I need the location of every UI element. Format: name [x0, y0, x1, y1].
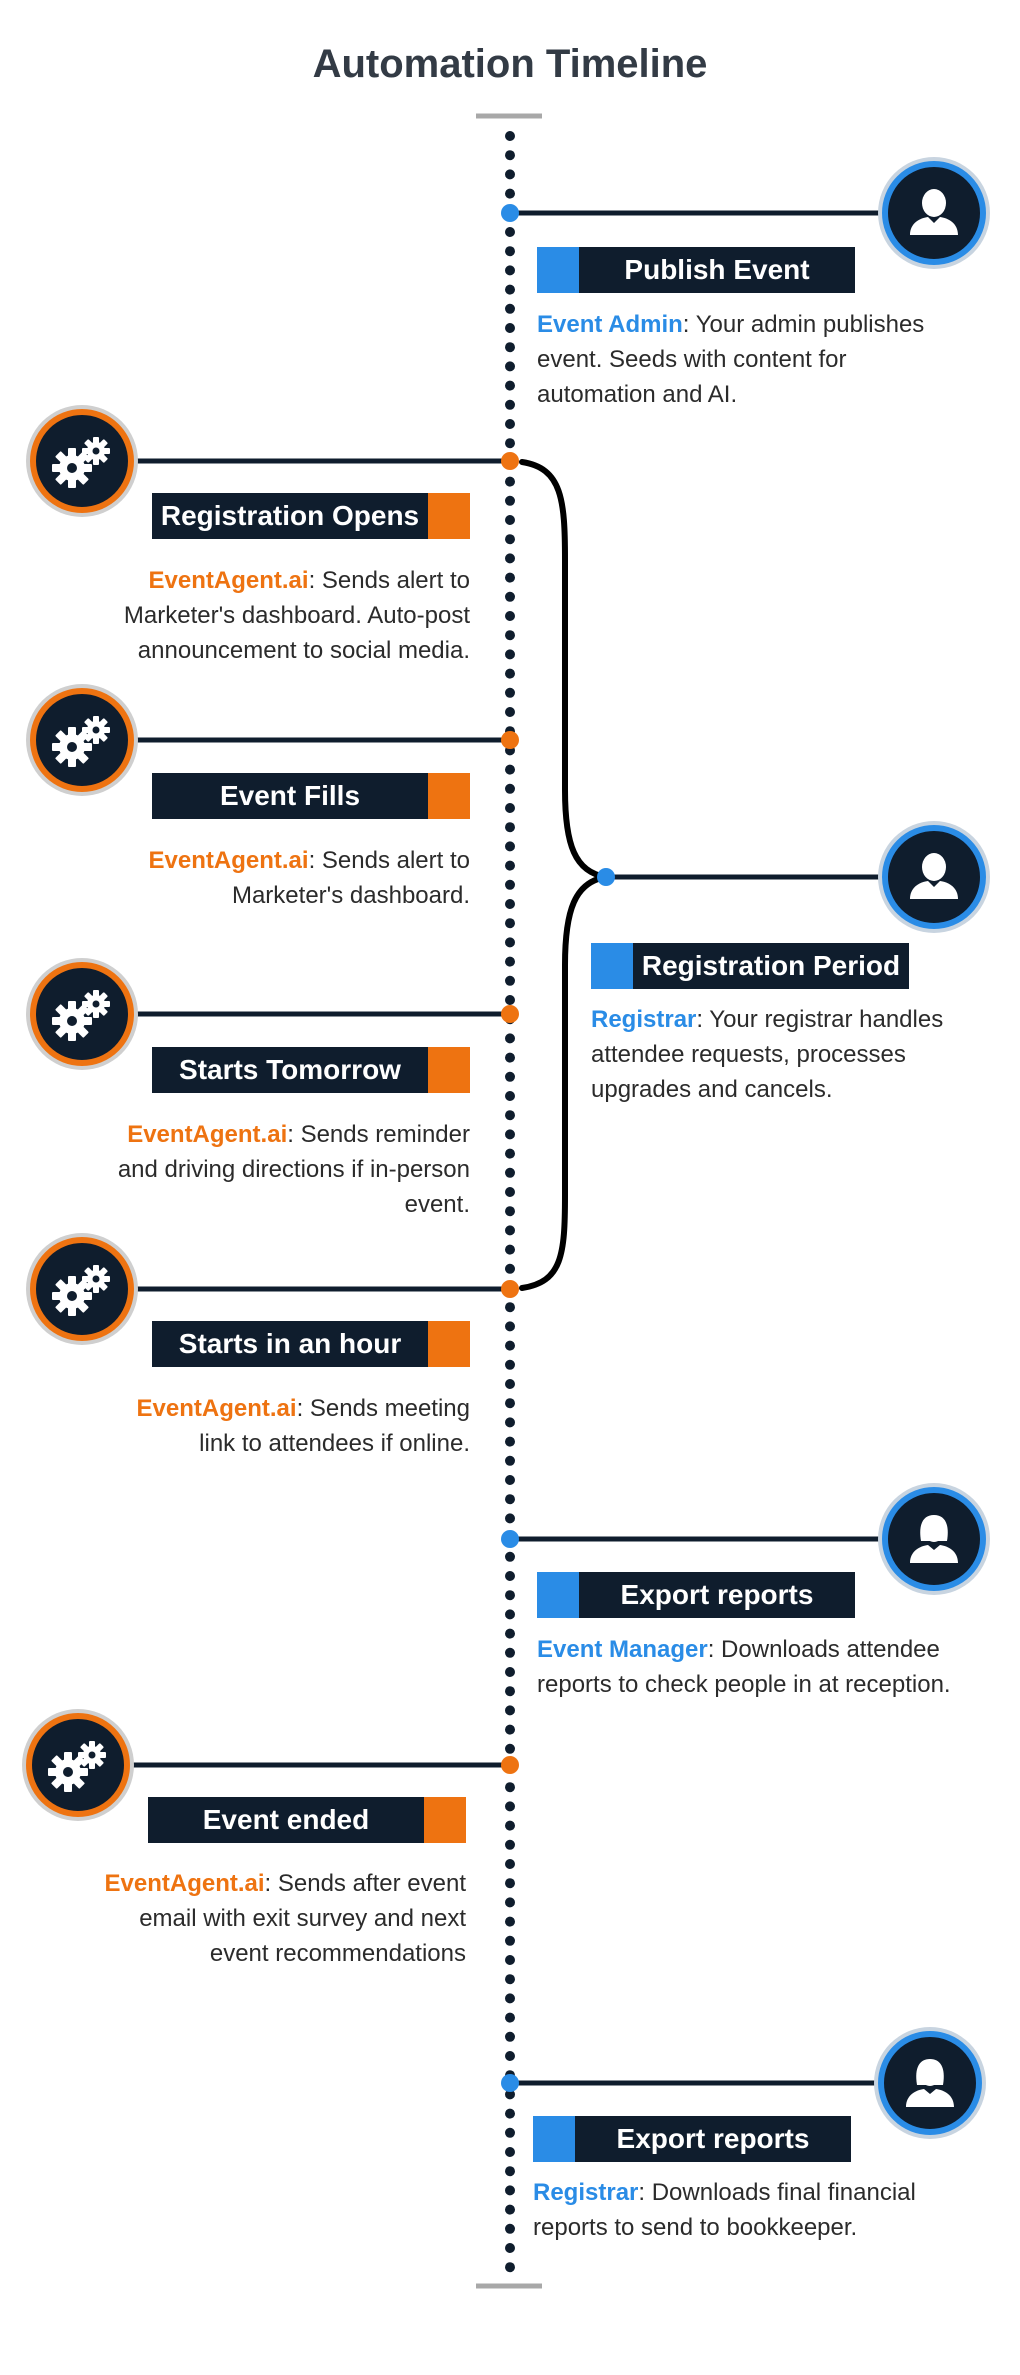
- timeline-node-dot: [501, 452, 519, 470]
- event-label-text: Event Fills: [219, 780, 361, 811]
- actor-name: EventAgent.ai: [104, 1870, 265, 1897]
- event-description: Registrar: Downloads final financial rep…: [533, 2175, 983, 2245]
- person-female-icon: [882, 1487, 986, 1591]
- label-accent: [424, 1797, 466, 1843]
- event-label-text: Starts Tomorrow: [179, 1054, 401, 1085]
- event-label: Event ended: [148, 1797, 466, 1843]
- event-label: Export reports: [537, 1572, 855, 1618]
- event-label: Registration Opens: [152, 493, 470, 539]
- event-label-text: Export reports: [620, 1579, 814, 1610]
- actor-name: Event Manager: [537, 1636, 708, 1663]
- event-label: Starts in an hour: [152, 1321, 470, 1367]
- label-accent: [428, 493, 470, 539]
- timeline-node-dot: [501, 1280, 519, 1298]
- timeline-node-dot: [501, 1005, 519, 1023]
- label-accent: [591, 943, 633, 989]
- event-description: Event Admin: Your admin publishes event.…: [537, 307, 957, 412]
- label-accent: [428, 773, 470, 819]
- actor-name: EventAgent.ai: [148, 567, 309, 594]
- timeline-node-dot: [501, 2074, 519, 2092]
- timeline-node-dot: [501, 1530, 519, 1548]
- description-text: : Your admin publishes event. Seeds with…: [537, 311, 925, 408]
- label-accent: [537, 1572, 579, 1618]
- event-description: EventAgent.ai: Sends meeting link to att…: [100, 1391, 470, 1461]
- event-label-text: Export reports: [616, 2123, 810, 2154]
- person-icon: [882, 825, 986, 929]
- event-label-text: Registration Opens: [160, 500, 420, 531]
- event-description: EventAgent.ai: Sends alert to Marketer's…: [118, 563, 470, 668]
- timeline-node-dot: [501, 731, 519, 749]
- description-text: : Downloads attendee reports to check pe…: [537, 1636, 951, 1698]
- gears-icon: [30, 409, 134, 513]
- description-text: : Sends alert to Marketer's dashboard.: [231, 847, 470, 909]
- gears-icon: [30, 1237, 134, 1341]
- description-text: : Sends alert to Marketer's dashboard. A…: [123, 567, 470, 664]
- event-label: Event Fills: [152, 773, 470, 819]
- person-icon: [882, 161, 986, 265]
- actor-name: EventAgent.ai: [148, 847, 309, 874]
- timeline-node-dot: [501, 1756, 519, 1774]
- event-label-text: Publish Event: [624, 254, 810, 285]
- label-accent: [537, 247, 579, 293]
- actor-name: EventAgent.ai: [127, 1121, 288, 1148]
- event-label: Registration Period: [591, 943, 909, 989]
- timeline-node-dot: [597, 868, 615, 886]
- actor-name: Registrar: [533, 2179, 639, 2206]
- label-accent: [428, 1047, 470, 1093]
- event-label-text: Starts in an hour: [178, 1328, 402, 1359]
- actor-name: Registrar: [591, 1006, 697, 1033]
- gears-icon: [30, 962, 134, 1066]
- timeline-node-dot: [501, 204, 519, 222]
- event-label: Starts Tomorrow: [152, 1047, 470, 1093]
- event-description: Event Manager: Downloads attendee report…: [537, 1632, 987, 1702]
- description-text: : Downloads final financial reports to s…: [533, 2179, 916, 2241]
- label-accent: [428, 1321, 470, 1367]
- registration-period-brace: [519, 459, 607, 1291]
- event-label: Publish Event: [537, 247, 855, 293]
- gears-icon: [30, 688, 134, 792]
- actor-name: Event Admin: [537, 311, 683, 338]
- event-label: Export reports: [533, 2116, 851, 2162]
- event-description: Registrar: Your registrar handles attend…: [591, 1002, 1001, 1107]
- page-title: Automation Timeline: [312, 42, 708, 86]
- label-accent: [533, 2116, 575, 2162]
- person-female-icon: [878, 2031, 982, 2135]
- description-text: : Sends meeting link to attendees if onl…: [199, 1395, 470, 1457]
- actor-name: EventAgent.ai: [136, 1395, 297, 1422]
- event-label-text: Event ended: [202, 1804, 370, 1835]
- event-description: EventAgent.ai: Sends after event email w…: [100, 1866, 467, 1971]
- description-text: : Sends reminder and driving directions …: [117, 1121, 470, 1218]
- event-description: EventAgent.ai: Sends alert to Marketer's…: [118, 843, 470, 913]
- description-text: : Sends after event email with exit surv…: [139, 1870, 466, 1967]
- gears-icon: [26, 1713, 130, 1817]
- description-text: : Your registrar handles attendee reques…: [591, 1006, 944, 1103]
- event-label-text: Registration Period: [641, 950, 901, 981]
- event-description: EventAgent.ai: Sends reminder and drivin…: [100, 1117, 470, 1222]
